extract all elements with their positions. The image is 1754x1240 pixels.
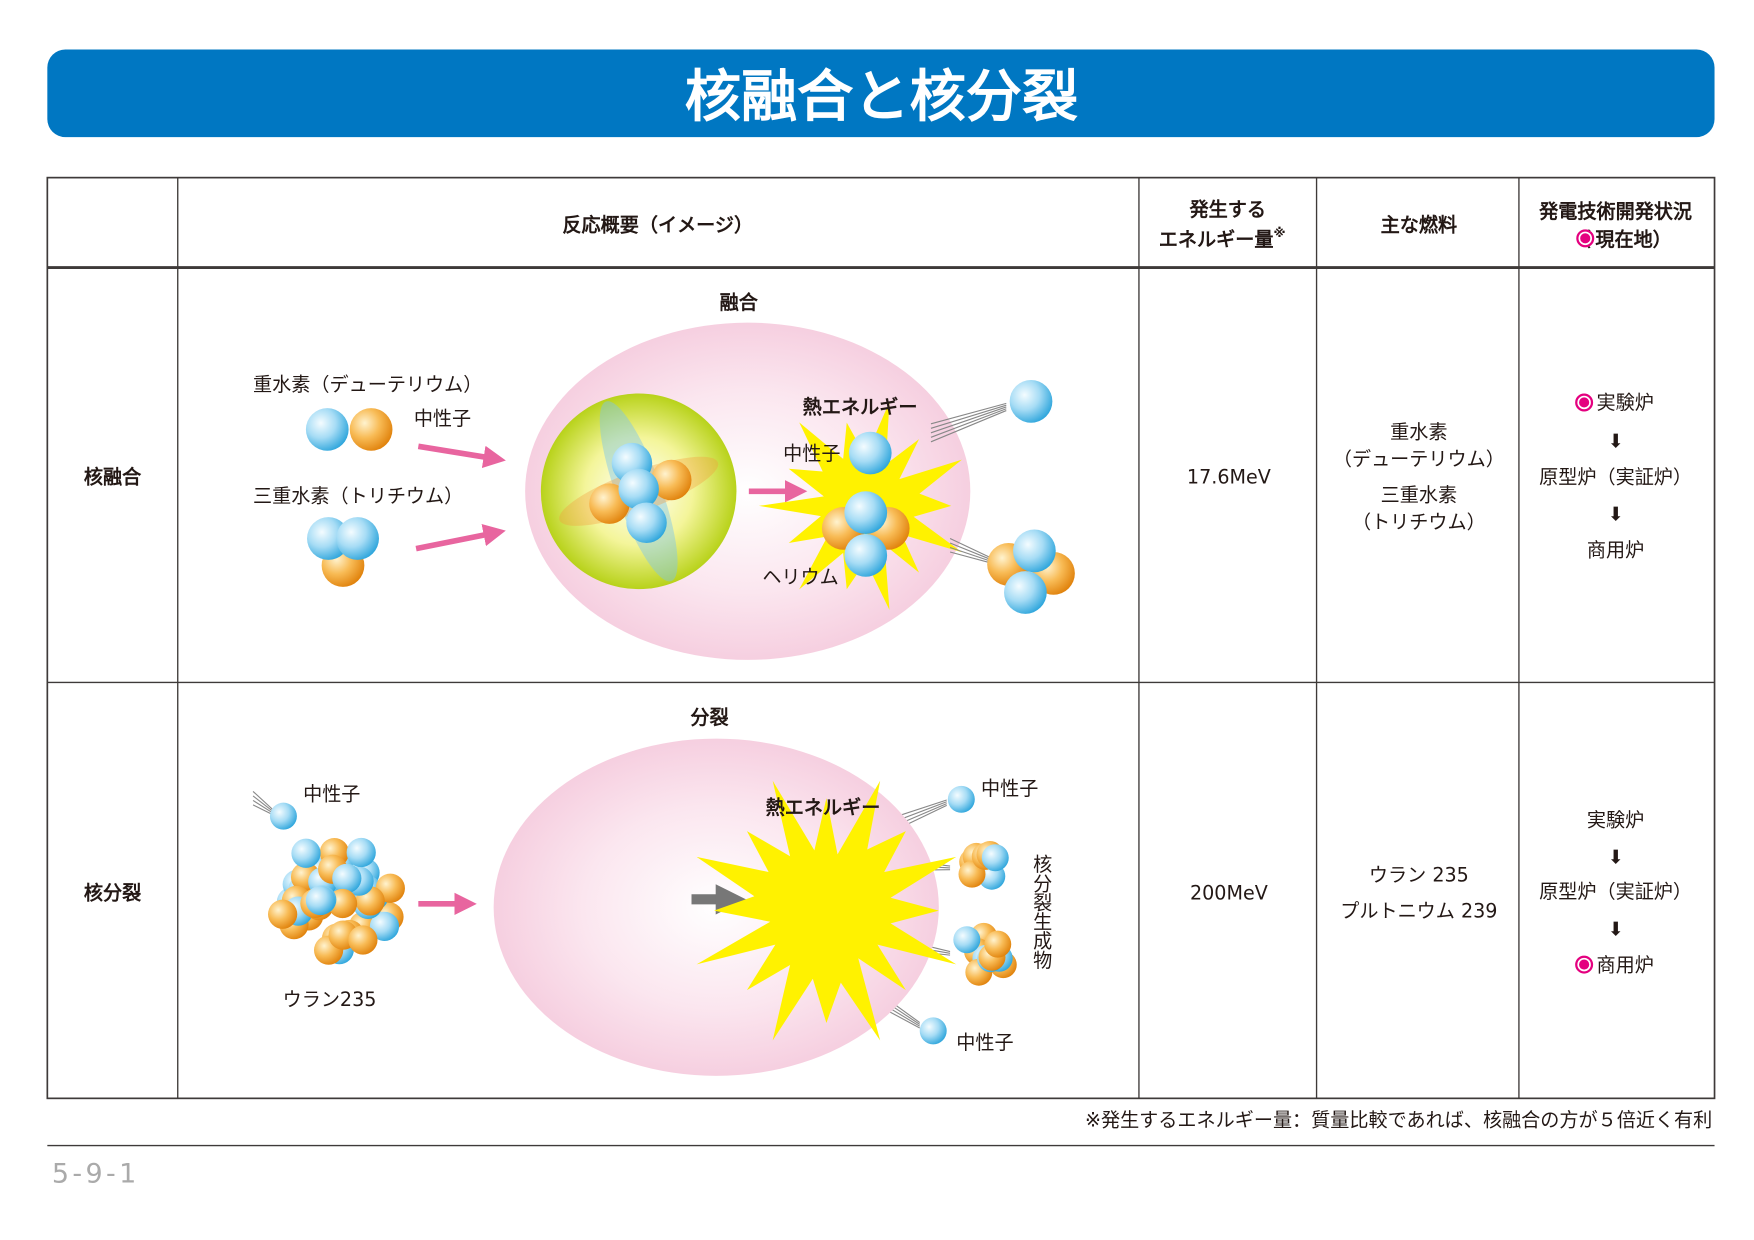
fusion-input-arrow-2 (415, 524, 506, 552)
neutron-ball (307, 517, 350, 560)
fission-arrow-down-icon-1: ⬇ (1608, 845, 1624, 868)
current-location-marker-dot (1580, 233, 1591, 244)
neutron-ball (305, 885, 336, 916)
neutron-ball (844, 533, 888, 577)
neutron-ball (305, 408, 349, 451)
speed-line (252, 791, 273, 810)
fission-current-marker-dot (1579, 959, 1590, 970)
fusion-status-3: 商用炉 (1587, 538, 1644, 561)
speed-line (949, 537, 990, 558)
page-title: 核融合と核分裂 (685, 65, 1078, 130)
speed-line (949, 542, 990, 560)
neutron-ball (291, 838, 321, 868)
header-energy-note-mark: ※ (1273, 226, 1285, 240)
neutron-ball (269, 802, 297, 830)
fission-status-2: 原型炉（実証炉） (1539, 880, 1692, 903)
neutron-ball (1013, 529, 1056, 573)
fusion-neutron-label: 中性子 (414, 407, 471, 430)
fission-diagram: 分裂 中性子 ウラン235 熱エネルギー 中性子 中性子 核分裂生成物 (283, 706, 1053, 1076)
fission-arrow-down-icon-2: ⬇ (1608, 917, 1624, 940)
fission-status-1: 実験炉 (1587, 808, 1644, 831)
speed-line (252, 804, 273, 815)
fusion-diagram-title: 融合 (720, 291, 759, 314)
neutron-ball (369, 911, 400, 941)
header-energy-text: エネルギー量 (1159, 228, 1274, 251)
speed-line (930, 404, 1007, 429)
uranium-label: ウラン235 (283, 988, 377, 1011)
fusion-energy: 17.6MeV (1187, 465, 1271, 488)
proton-ball (984, 930, 1012, 958)
speed-line (252, 799, 273, 814)
fission-neutron-out-label-2: 中性子 (956, 1031, 1013, 1054)
neutron-ball (981, 844, 1009, 872)
speed-line (949, 546, 990, 562)
neutron-ball (1009, 379, 1053, 423)
speed-line (930, 408, 1007, 438)
row-label-fission: 核分裂 (84, 881, 142, 904)
footnote: ※発生するエネルギー量：質量比較であれば、核融合の方が５倍近く有利 (1085, 1108, 1712, 1131)
proton-ball (651, 459, 692, 501)
neutron-ball (618, 468, 659, 510)
header-status-line2: 現在地） (1595, 228, 1671, 251)
speed-line (893, 799, 947, 818)
neutron-ball (1004, 571, 1047, 614)
fission-status-3: 商用炉 (1596, 953, 1653, 976)
fission-heat-burst (696, 780, 957, 1041)
neutron-ball (626, 502, 667, 543)
page-number: 5-9-1 (52, 1159, 140, 1190)
speed-line (930, 402, 1007, 425)
fusion-neutron-out-label: 中性子 (783, 442, 840, 465)
neutron-ball (336, 517, 379, 560)
proton-ball (348, 925, 378, 955)
fission-fuel-2: プルトニウム 239 (1340, 899, 1497, 922)
fission-diagram-title: 分裂 (690, 706, 729, 729)
fission-neutron-out-label-1: 中性子 (981, 777, 1038, 800)
neutron-ball (919, 1017, 947, 1045)
fission-energy: 200MeV (1190, 881, 1268, 904)
speed-line (949, 551, 990, 564)
header-energy-line1: 発生する (1189, 198, 1266, 221)
header-energy-line2: エネルギー量※ (1159, 226, 1286, 251)
fusion-fuel-1: 重水素 (1390, 420, 1447, 443)
speed-line (930, 406, 1007, 434)
proton-ball (268, 899, 298, 929)
neutron-ball (844, 491, 888, 534)
neutron-ball (848, 431, 892, 475)
fission-neutron-in-label: 中性子 (303, 782, 360, 805)
fusion-status-1: 実験炉 (1596, 391, 1653, 414)
neutron-ball (947, 785, 975, 813)
speed-line (252, 795, 273, 812)
table-grid (46, 176, 1716, 1100)
fusion-current-marker-dot (1579, 397, 1590, 408)
row-label-fusion: 核融合 (84, 465, 142, 488)
fission-fuel-1: ウラン 235 (1369, 863, 1469, 886)
fission-products-label: 核分裂生成物 (1030, 854, 1053, 969)
title-bar (47, 49, 1715, 138)
fusion-fuel-3: 三重水素 (1381, 483, 1457, 506)
proton-ball (349, 408, 393, 451)
tritium-label: 三重水素（トリチウム） (253, 485, 463, 508)
speed-line (930, 410, 1007, 443)
header-status-line1: 発電技術開発状況 (1538, 200, 1692, 223)
neutron-ball (953, 926, 981, 954)
fusion-status-2: 原型炉（実証炉） (1539, 465, 1692, 488)
header-reaction: 反応概要（イメージ） (562, 214, 753, 237)
fusion-arrow-down-icon-1: ⬇ (1608, 429, 1624, 452)
header-fuel: 主な燃料 (1381, 214, 1457, 237)
fusion-fuel-4: （トリチウム） (1352, 510, 1486, 533)
fusion-input-arrow-1 (417, 443, 506, 468)
neutron-ball (346, 837, 376, 868)
fission-heat-label: 熱エネルギー (766, 796, 881, 819)
fusion-fuel-2: （デューテリウム） (1333, 447, 1505, 470)
neutron-ball (332, 863, 362, 893)
fusion-heat-label: 熱エネルギー (803, 396, 918, 419)
helium-label: ヘリウム (762, 565, 838, 588)
fusion-arrow-down-icon-2: ⬇ (1608, 503, 1624, 526)
deuterium-label: 重水素（デューテリウム） (253, 373, 482, 396)
